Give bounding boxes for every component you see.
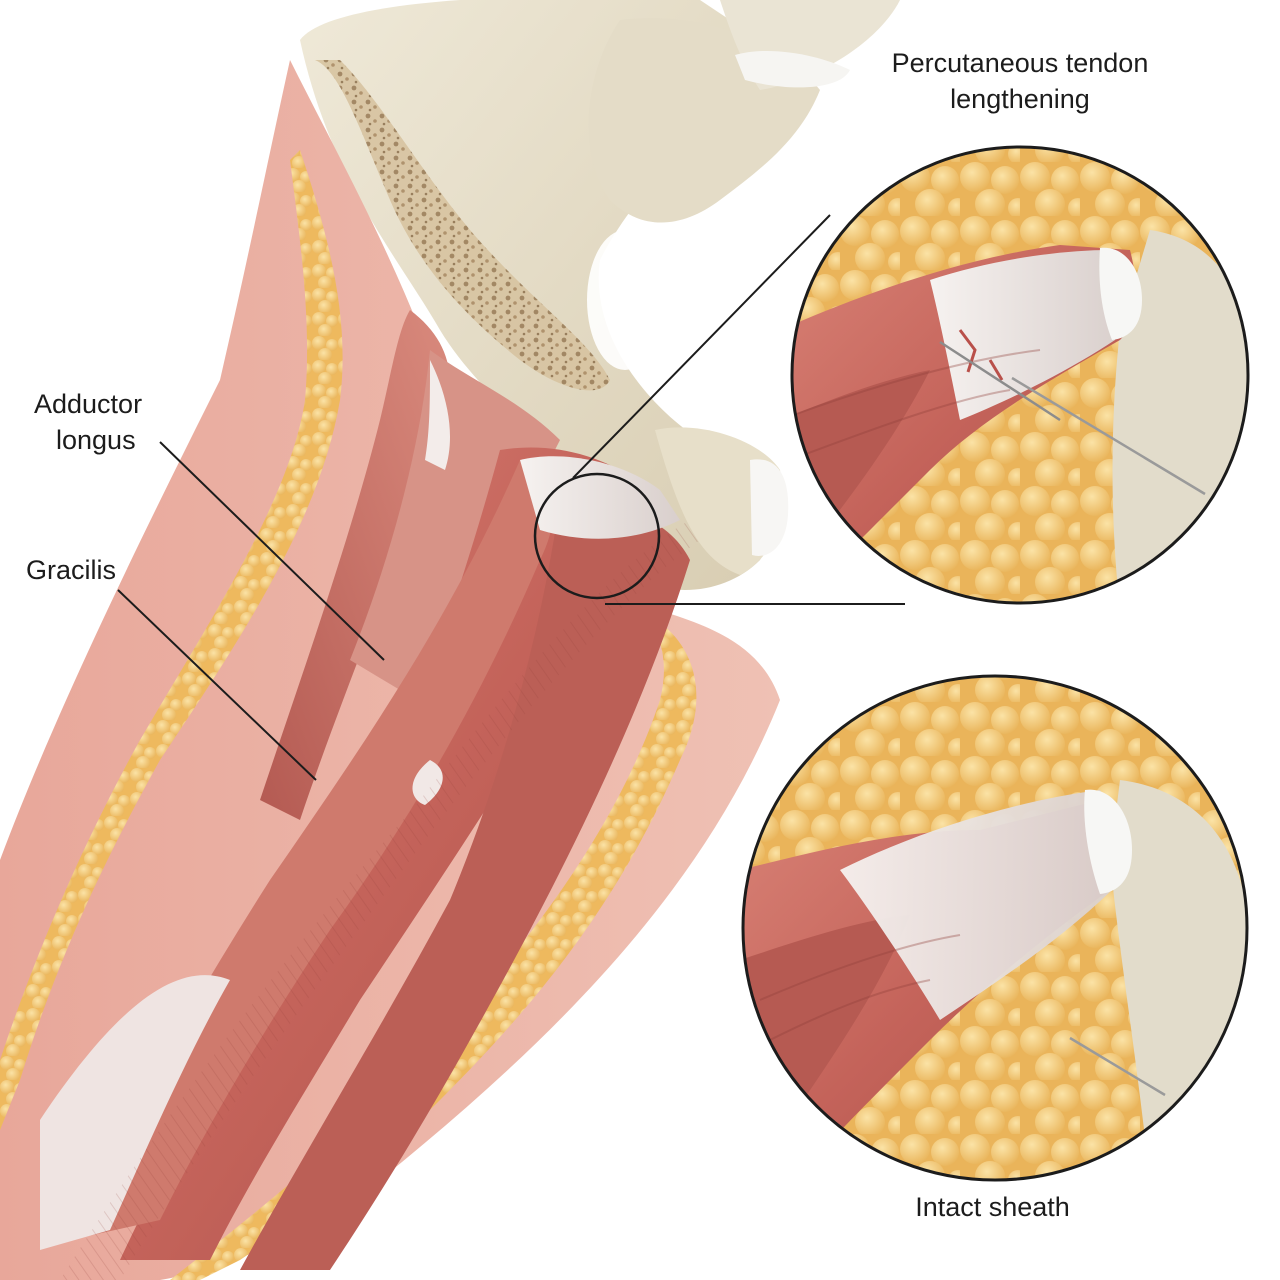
adductor-muscles [40,310,700,1280]
pelvis-bone [300,0,900,590]
label-percutaneous-tendon-lengthening: Percutaneous tendon lengthening [820,45,1220,117]
callout-line-upper [572,214,831,479]
inset-intact-sheath [741,674,1249,1182]
label-gracilis: Gracilis [26,555,117,585]
label-ptl-line1: Percutaneous tendon [891,48,1149,78]
label-adductor-longus: Adductor longus [34,386,142,458]
label-intact-sheath: Intact sheath [915,1192,1070,1222]
callout-circle [533,472,661,600]
adductor-leader-line [159,441,385,661]
label-adductor-line1: Adductor [34,389,143,419]
label-adductor-line2: longus [56,425,136,455]
gracilis-leader-line [117,589,317,781]
inset-tendon-lengthening [790,145,1250,605]
label-ptl-line2: lengthening [950,84,1090,114]
